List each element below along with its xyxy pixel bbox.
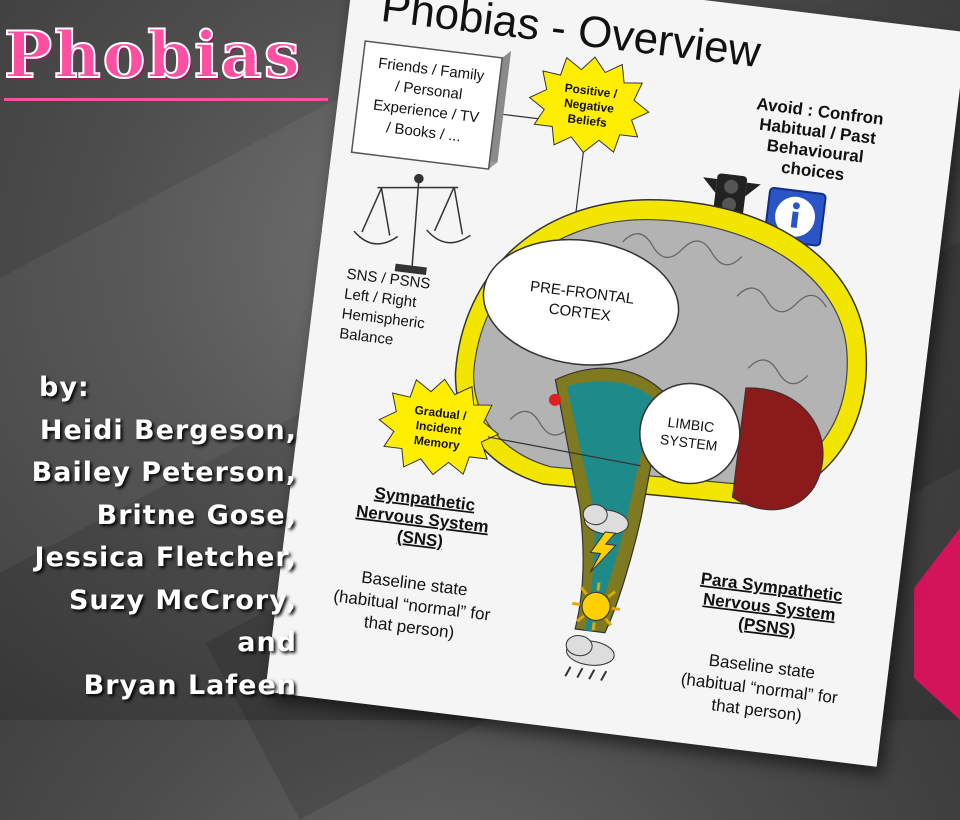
balance-text: SNS / PSNS Left / Right Hemispheric Bala…: [338, 266, 431, 349]
beliefs-burst: Positive / Negative Beliefs: [528, 56, 650, 154]
author-name: Jessica Fletcher,: [34, 542, 297, 573]
svg-text:Balance: Balance: [338, 325, 394, 348]
prefrontal-cortex-label: [482, 238, 680, 366]
author-name: Bailey Peterson,: [31, 457, 297, 488]
title-underline: [4, 98, 328, 101]
rain-cloud-icon: [564, 635, 615, 682]
psns-heading: Para Sympathetic Nervous System (PSNS): [700, 569, 844, 640]
connector-line: [574, 152, 584, 217]
author-name: Heidi Bergeson,: [39, 414, 297, 446]
connector-line: [487, 436, 641, 467]
svg-text:LIMBIC: LIMBIC: [667, 414, 715, 436]
sns-text: Baseline state (habitual “normal” for th…: [332, 568, 491, 643]
slide-title: Phobias: [3, 17, 302, 94]
author-list: by: Heidi Bergeson, Bailey Peterson, Bri…: [0, 367, 297, 707]
svg-text:Beliefs: Beliefs: [567, 111, 608, 130]
influences-box: Friends / Family / Personal Experience /…: [350, 40, 512, 170]
svg-text:Gradual /: Gradual /: [414, 403, 468, 423]
svg-text:Negative: Negative: [563, 96, 615, 116]
limbic-system-label: [639, 382, 741, 485]
psns-text: Baseline state (habitual “normal” for th…: [680, 651, 839, 726]
author-conjunction: and: [237, 627, 297, 658]
sun-icon: [572, 582, 621, 631]
author-name: Britne Gose,: [96, 499, 297, 531]
phobias-diagram: Phobias - Overview Friends / Family / Pe…: [332, 0, 884, 726]
authors-label: by:: [39, 372, 90, 403]
sns-heading: Sympathetic Nervous System (SNS): [355, 484, 490, 552]
svg-text:Memory: Memory: [413, 433, 461, 453]
corner-accent: [914, 528, 960, 720]
svg-text:SYSTEM: SYSTEM: [659, 431, 718, 454]
diagram-card: Phobias - Overview Friends / Family / Pe…: [265, 0, 960, 767]
lightning-cloud-icon: [582, 504, 629, 573]
memory-burst: Gradual / Incident Memory: [378, 378, 500, 476]
balance-icon: [353, 173, 471, 275]
author-name: Bryan Lafeen: [83, 669, 297, 701]
svg-text:Positive /: Positive /: [564, 81, 619, 101]
author-name: Suzy McCrory,: [68, 584, 297, 616]
svg-text:Incident: Incident: [415, 418, 462, 438]
avoid-text: Avoid : Confron Habitual / Past Behaviou…: [755, 94, 884, 184]
